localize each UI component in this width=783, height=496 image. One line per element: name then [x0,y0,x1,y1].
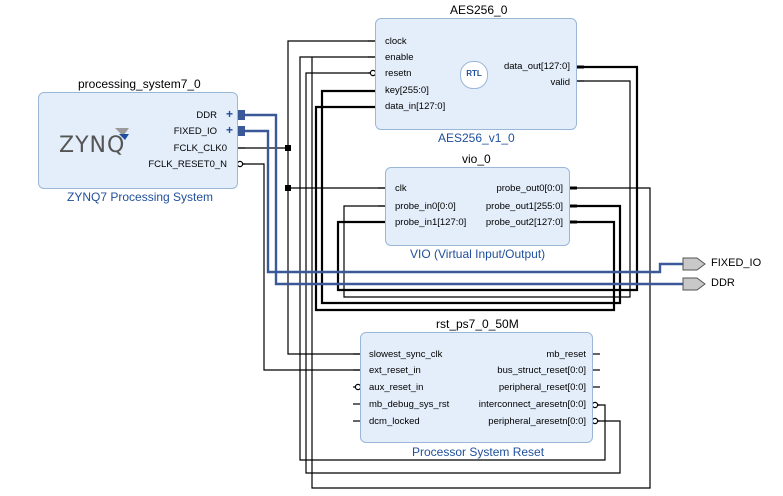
aes-block[interactable]: clock enable resetn key[255:0] data_in[1… [375,18,577,130]
wire-probe-out0 [311,57,651,489]
junction-clk-2 [285,185,291,191]
aes-port-valid[interactable]: valid [550,77,570,88]
ps7-title: processing_system7_0 [78,77,201,91]
vio-port-clk[interactable]: clk [395,183,407,194]
ps7-port-fclk-reset0-n[interactable]: FCLK_RESET0_N [148,159,227,170]
aes-title: AES256_0 [450,3,508,17]
ext-port-ddr[interactable]: DDR [711,277,735,289]
pin-ps7-fclk-reset0-n-bubble [236,160,244,168]
wire-fclk-reset [238,163,360,371]
ddr-port-arrow [682,277,706,291]
wire-probe-out1 [320,89,622,305]
pin-rst-peripheral-aresetn-bubble [591,417,599,425]
aes-port-clock[interactable]: clock [385,36,407,47]
ddr-expand-icon[interactable]: + [225,107,233,121]
vio-port-probe-out0[interactable]: probe_out0[0:0] [496,183,563,194]
rst-port-bus-struct-reset[interactable]: bus_struct_reset[0:0] [497,365,586,376]
rst-port-slowest-sync-clk[interactable]: slowest_sync_clk [369,349,443,360]
rst-block[interactable]: slowest_sync_clk ext_reset_in aux_reset_… [360,332,593,443]
rtl-logo-text: RTL [466,69,482,78]
wire-clk-to-vio [287,148,385,189]
vio-block[interactable]: clk probe_in0[0:0] probe_in1[127:0] prob… [385,167,570,246]
fixed-io-bus-port [238,126,245,136]
rst-subtitle: Processor System Reset [412,445,545,459]
rst-port-mb-debug-sys-rst[interactable]: mb_debug_sys_rst [369,399,450,410]
rst-port-peripheral-reset[interactable]: peripheral_reset[0:0] [498,382,586,393]
bus-fixed-io [245,129,683,274]
rst-port-mb-reset[interactable]: mb_reset [546,349,586,360]
fixed-io-port-arrow [682,257,706,271]
ps7-port-fclk-clk0[interactable]: FCLK_CLK0 [173,143,227,154]
vio-port-probe-out1[interactable]: probe_out1[255:0] [485,201,563,212]
fixed-io-expand-icon[interactable]: + [225,123,233,137]
ps7-port-fixed-io[interactable]: FIXED_IO [173,126,217,137]
ps7-port-ddr[interactable]: DDR [196,110,217,121]
vio-port-probe-out2[interactable]: probe_out2[127:0] [485,217,563,228]
aes-port-data-out[interactable]: data_out[127:0] [503,61,570,72]
vio-subtitle: VIO (Virtual Input/Output) [410,247,546,261]
wire-valid [343,80,631,298]
bus-ddr [245,113,683,286]
aes-port-data-in[interactable]: data_in[127:0] [385,101,446,112]
rst-title: rst_ps7_0_50M [436,317,519,331]
aes-port-enable[interactable]: enable [385,52,414,63]
vio-port-probe-in1[interactable]: probe_in1[127:0] [395,217,467,228]
rst-port-dcm-locked[interactable]: dcm_locked [369,416,420,427]
zynq-logo: ZYNQ [59,133,126,158]
rtl-logo-icon: RTL [460,61,488,89]
vio-port-probe-in0[interactable]: probe_in0[0:0] [395,201,456,212]
junction-clk-1 [285,145,291,151]
wire-probe-out2 [314,105,616,312]
zynq-logo-mark [115,128,129,140]
rst-port-aux-reset-in[interactable]: aux_reset_in [369,382,424,393]
ps7-block[interactable]: ZYNQ DDR FIXED_IO FCLK_CLK0 FCLK_RESET0_… [38,92,238,189]
rst-port-interconnect-aresetn[interactable]: interconnect_aresetn[0:0] [478,399,586,410]
ddr-bus-port [238,110,245,120]
wire-peripheral-aresetn [305,72,621,474]
wire-data-out [336,65,639,292]
vio-title: vio_0 [462,152,491,166]
aes-port-resetn[interactable]: resetn [385,68,412,79]
wire-clk-to-rst [287,188,360,355]
pin-rst-interconnect-aresetn-bubble [591,401,599,409]
aes-subtitle: AES256_v1_0 [438,131,515,145]
rst-port-peripheral-aresetn[interactable]: peripheral_aresetn[0:0] [488,416,586,427]
rst-port-ext-reset-in[interactable]: ext_reset_in [369,365,421,376]
ext-port-fixed-io[interactable]: FIXED_IO [711,257,762,269]
aes-port-key[interactable]: key[255:0] [385,85,429,96]
ps7-subtitle: ZYNQ7 Processing System [67,190,214,204]
wire-fclk-clk0 [238,40,375,149]
